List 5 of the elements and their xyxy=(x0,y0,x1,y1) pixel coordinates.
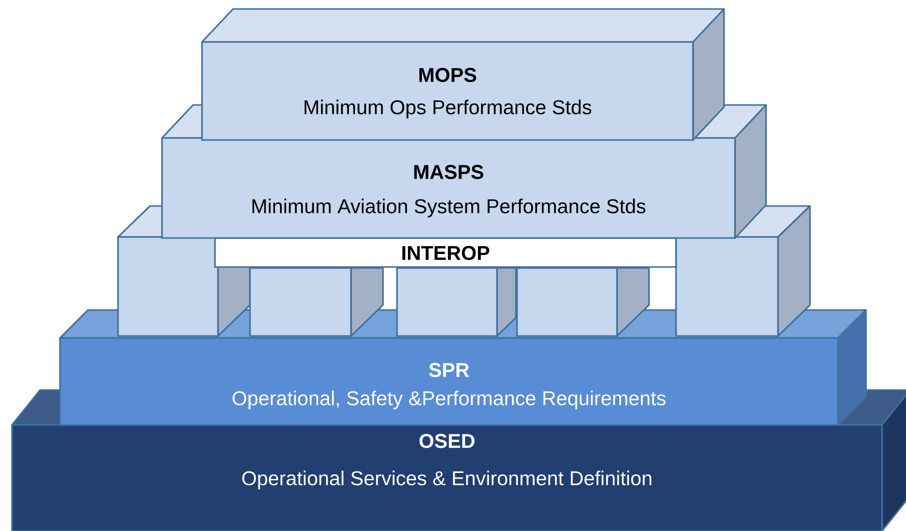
pillar-block xyxy=(396,267,517,337)
pillar-block xyxy=(516,267,650,337)
layer-block: MOPS Minimum Ops Performance Stds xyxy=(201,8,725,141)
pillar-block xyxy=(249,267,384,337)
interop-bar: INTEROP xyxy=(214,237,677,268)
